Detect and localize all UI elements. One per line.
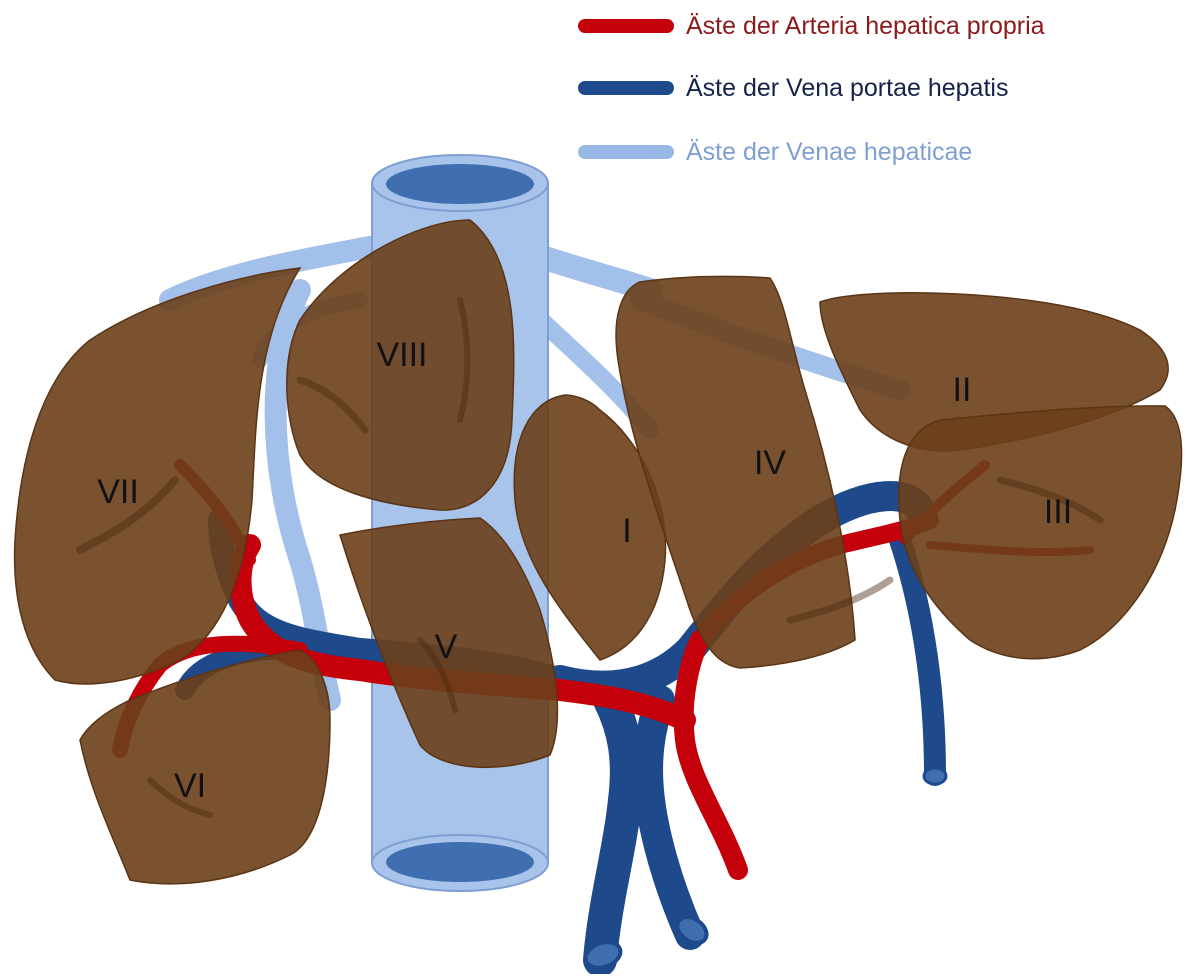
label-segment-vii: VII — [97, 473, 139, 511]
hepatic-artery-main — [684, 640, 738, 870]
legend-artery-label: Äste der Arteria hepatica propria — [686, 12, 1045, 41]
legend-portal-swatch — [578, 81, 674, 95]
legend-hepatic-label: Äste der Venae hepaticae — [686, 138, 972, 167]
label-segment-viii: VIII — [376, 336, 427, 374]
label-segment-vi: VI — [174, 767, 206, 805]
legend-hepatic: Äste der Venae hepaticae — [578, 134, 972, 170]
label-segment-ii: II — [953, 371, 972, 409]
segment-iii — [899, 406, 1182, 659]
legend-portal: Äste der Vena portae hepatis — [578, 70, 1008, 106]
label-segment-iii: III — [1044, 493, 1072, 531]
label-segment-iv: IV — [754, 444, 786, 482]
legend-artery: Äste der Arteria hepatica propria — [578, 8, 1045, 44]
label-segment-i: I — [622, 512, 631, 550]
legend-portal-label: Äste der Vena portae hepatis — [686, 74, 1008, 103]
portal-vein-trunk-left — [600, 700, 627, 960]
legend-artery-swatch — [578, 19, 674, 33]
label-segment-v: V — [435, 628, 458, 666]
legend-hepatic-swatch — [578, 145, 674, 159]
